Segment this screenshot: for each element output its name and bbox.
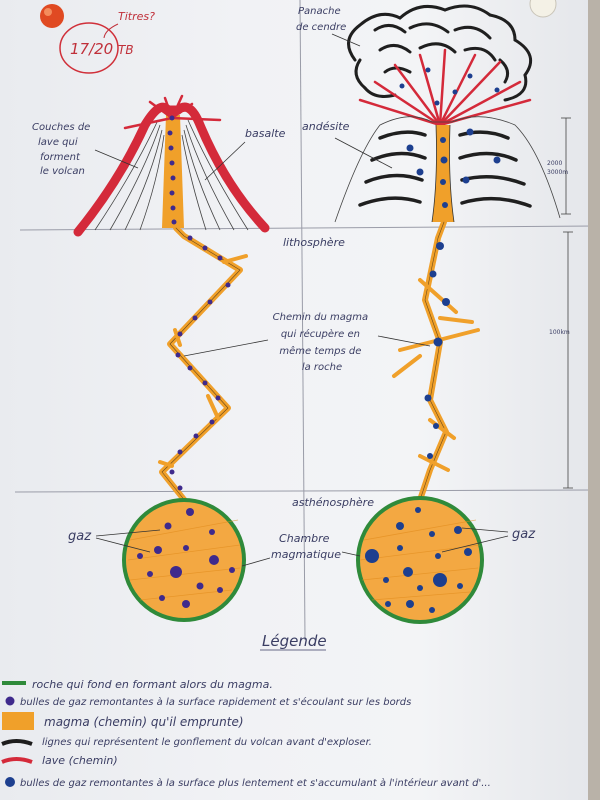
right-magma-chamber [356,496,484,624]
label-chamber: Chambre magmatique [271,532,341,561]
label-gas-left: gaz [68,529,92,544]
legend-swatch-blue-dot [5,777,15,787]
legend-text: bulles de gaz remontantes à la surface r… [20,696,411,708]
plume-pointer [331,33,361,47]
height-scale [561,117,571,215]
right-lava-rays [358,48,532,127]
left-magma-chamber [122,498,246,622]
left-gas-bubbles [167,115,231,491]
legend-item: lave (chemin) [1,754,118,767]
grade: 17/20 [70,40,113,58]
right-gas-upper [399,67,501,208]
lithosphere-line [19,225,596,231]
pushpin-red-icon [40,4,64,28]
right-magma-path [392,219,480,503]
label-lithosphere: lithosphère [283,236,345,249]
legend-text: lave (chemin) [42,754,118,767]
pushpin-highlight [44,8,52,16]
legend-text: lignes qui représentent le gonflement du… [42,736,372,748]
andesite-pointer [334,137,393,169]
pushpin-white-icon [529,0,557,18]
title-note: Titres? [118,10,155,23]
legend-item: lignes qui représentent le gonflement du… [1,736,372,748]
right-conduit-outline [431,124,455,223]
legend-text: roche qui fond en formant alors du magma… [32,678,273,691]
label-depth-scale: 100km [549,329,570,336]
legend-swatch-purple-dot [5,696,15,706]
legend-swatch-orange-block [2,712,34,730]
legend-text: bulles de gaz remontantes à la surface p… [20,777,491,789]
gas-left-pointers [95,529,161,553]
legend-item: bulles de gaz remontantes à la surface r… [5,696,411,708]
legend-swatch-black-line [1,739,33,746]
magma-path-pointer-right [377,335,431,347]
cork-board-edge [588,0,600,800]
label-basalt: basalte [245,127,286,140]
title-arrow [103,23,119,39]
right-volcano-outline [334,116,561,223]
right-gas-bubbles [424,242,450,459]
legend-text: magma (chemin) qu'il emprunte) [44,715,244,729]
basalt-pointer [204,141,246,181]
depth-scale [563,231,573,489]
label-plume: Panache de cendre [296,6,346,33]
legend-item: bulles de gaz remontantes à la surface p… [5,777,491,789]
label-magma-path: Chemin du magma qui récupère en même tem… [273,312,372,373]
legend-swatch-red-line [1,757,33,764]
grade-suffix: TB [118,43,134,57]
magma-path-pointer-left [183,339,269,357]
label-asthenosphere: asthénosphère [292,496,374,509]
chamber-pointer-right [341,551,361,557]
layers-pointer [94,149,139,169]
legend-item: magma (chemin) qu'il emprunte) [2,712,244,730]
left-magma-path [158,225,248,505]
right-conduit [432,125,454,222]
label-height-scale: 2000 3000m [547,160,568,176]
left-volcano [73,94,270,237]
legend-title: Légende [262,632,327,650]
label-layers: Couches de lave qui forment le volcan [32,122,94,177]
label-andesite: andésite [302,120,350,133]
right-swelling-lines [358,130,532,208]
legend-item: roche qui fond en formant alors du magma… [2,678,273,691]
center-divider [299,0,306,641]
label-gas-right: gaz [512,527,536,542]
grade-circle [59,22,119,74]
asthenosphere-line [14,489,596,493]
chamber-pointer-left [241,557,271,567]
gas-right-pointers [441,527,509,553]
ash-plume [347,4,533,102]
